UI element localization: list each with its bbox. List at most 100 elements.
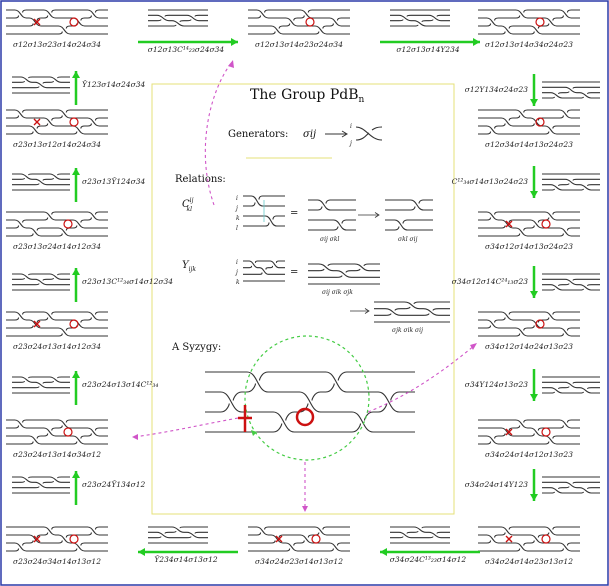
rel-y-caption-1: σij σik σjk [322, 289, 353, 296]
left-arrow-2-head [72, 168, 80, 175]
bottom-transition-3: σ34σ24C¹³₂₃σ14σ12 [390, 527, 467, 564]
braid-strands [6, 110, 108, 134]
left-transition-6: σ23σ24σ13σ14C¹²₃₄ [12, 377, 158, 393]
rel-c-equals: = [290, 208, 298, 219]
braid-strands [542, 377, 600, 393]
transition-label: Ŷ123σ14σ24σ34 [82, 80, 145, 89]
crossing-circle-marker [536, 320, 544, 328]
braid-strands [542, 274, 600, 290]
left-transition-8: σ23σ24Ŷ134σ12 [12, 477, 145, 493]
link-left-arrowhead [132, 434, 138, 440]
braid-cell-cells.right.3: σ34σ12σ14σ13σ24σ23 [478, 212, 580, 251]
transition-label: σ34σ24C¹³₂₃σ14σ12 [390, 555, 467, 564]
crossing-cross-marker [34, 119, 40, 125]
cell-label: σ34σ12σ14σ13σ24σ23 [485, 242, 573, 251]
left-arrow-4-head [72, 268, 80, 275]
left-transition-4: σ23σ13C¹²₃₄σ14σ12σ34 [12, 274, 173, 290]
braid-strands [478, 110, 580, 134]
braid-strands [542, 477, 600, 493]
crossing-circle-marker [306, 18, 314, 26]
braid-cell-cells.left.1: σ23σ13σ12σ14σ24σ34 [6, 110, 108, 149]
transition-label: σ23σ13C¹²₃₄σ14σ12σ34 [82, 277, 173, 286]
right-transition-0: σ12Y134σ24σ23 [465, 82, 600, 98]
cell-label: σ12σ13σ23σ14σ24σ34 [13, 40, 101, 49]
transition-label: σ23σ13Ŷ124σ34 [82, 177, 145, 186]
syzygy-label: A Syzygy: [171, 342, 221, 353]
crossing-circle-marker [542, 220, 550, 228]
braid-cell-cells.left.5: σ23σ24σ13σ14σ12σ34 [6, 312, 108, 351]
braid-cell-cells.right.7: σ34σ24σ14σ12σ13σ23 [478, 420, 580, 459]
right-arrow-2-head [530, 191, 538, 198]
braid-cell-cells.right.5: σ34σ12σ14σ24σ13σ23 [478, 312, 580, 351]
link-top-arrowhead [228, 60, 234, 68]
braid-strands [12, 174, 70, 190]
strand-index: l [236, 225, 238, 232]
braid-strands [6, 10, 108, 34]
braid-strands [478, 420, 580, 444]
right-transition-8: σ34σ24σ14Y123 [465, 477, 600, 493]
cell-label: σ34σ24σ23σ14σ13σ12 [255, 557, 343, 566]
cell-label: σ12σ13σ14σ34σ24σ23 [485, 40, 573, 49]
braid-cell-cells.top.4: σ12σ13σ14σ34σ24σ23 [478, 10, 580, 49]
crossing-circle-marker [542, 428, 550, 436]
cell-label: σ23σ24σ34σ14σ13σ12 [13, 557, 101, 566]
top-transition-3: σ12σ13σ14Y234 [390, 10, 460, 54]
strand-index: i [236, 259, 238, 266]
crossing-circle-marker [70, 18, 78, 26]
crossing-circle-marker [64, 220, 72, 228]
transition-label: σ23σ24σ13σ14C¹²₃₄ [82, 380, 158, 389]
relations-label: Relations: [175, 174, 226, 185]
cell-label: σ23σ24σ13σ14σ12σ34 [13, 342, 101, 351]
braid-cell-cells.left.7: σ23σ24σ13σ14σ34σ12 [6, 420, 108, 459]
crossing-circle-marker [70, 535, 78, 543]
braid-strands [248, 527, 350, 551]
strand-index: k [236, 279, 240, 286]
bottom-arrow-3-head [380, 548, 387, 556]
braid-cell-cells.bottom.2: σ34σ24σ23σ14σ13σ12 [248, 527, 350, 566]
transition-label: C¹²₃₄σ14σ13σ24σ23 [452, 177, 529, 186]
generators-label: Generators: [228, 129, 288, 140]
crossing-circle-marker [312, 535, 320, 543]
braid-strands [542, 174, 600, 190]
left-transition-0: Ŷ123σ14σ24σ34 [12, 77, 145, 93]
crossing-circle-marker [70, 320, 78, 328]
crossing-circle-marker [542, 535, 550, 543]
braid-strands [478, 10, 580, 34]
transition-label: σ12σ13C¹⁴₂₃σ24σ34 [148, 45, 225, 54]
transition-label: σ34Y124σ13σ23 [465, 380, 528, 389]
braid-cell-cells.bottom.0: σ23σ24σ34σ14σ13σ12 [6, 527, 108, 566]
cell-label: σ12σ34σ14σ13σ24σ23 [485, 140, 573, 149]
rel-c-rhs-caption: σkl σij [398, 236, 418, 243]
right-arrow-6-head [530, 394, 538, 401]
cell-label: σ23σ13σ24σ14σ12σ34 [13, 242, 101, 251]
transition-label: σ34σ24σ14Y123 [465, 480, 528, 489]
crossing-circle-marker [536, 18, 544, 26]
braid-strands [148, 10, 208, 26]
bottom-arrow-1-head [138, 548, 145, 556]
braid-strands [12, 377, 70, 393]
braid-cell-cells.left.3: σ23σ13σ24σ14σ12σ34 [6, 212, 108, 251]
transition-label: Ŷ234σ14σ13σ12 [154, 555, 217, 564]
braid-cell-cells.top.0: σ12σ13σ23σ14σ24σ34 [6, 10, 108, 49]
braid-strands [390, 10, 450, 26]
cell-label: σ34σ24σ14σ23σ13σ12 [485, 557, 573, 566]
braid-strands [478, 527, 580, 551]
strand-index: k [236, 215, 240, 222]
left-arrow-6-head [72, 371, 80, 378]
braid-strands [12, 77, 70, 93]
left-transition-2: σ23σ13Ŷ124σ34 [12, 174, 145, 190]
top-arrow-1-head [231, 38, 238, 46]
crossing-circle-marker [70, 118, 78, 126]
cell-label: σ12σ13σ14σ23σ24σ34 [255, 40, 343, 49]
braid-strands [6, 312, 108, 336]
braid-cell-cells.top.2: σ12σ13σ14σ23σ24σ34 [248, 10, 350, 49]
right-transition-4: σ34σ12σ14C²⁴₁₃σ23 [452, 274, 600, 290]
right-arrow-8-head [530, 494, 538, 501]
braid-cell-cells.bottom.4: σ34σ24σ14σ23σ13σ12 [478, 527, 580, 566]
top-arrow-3-head [473, 38, 480, 46]
right-transition-6: σ34Y124σ13σ23 [465, 377, 600, 393]
right-arrow-4-head [530, 291, 538, 298]
braid-strands [248, 10, 350, 34]
braid-cell-cells.right.1: σ12σ34σ14σ13σ24σ23 [478, 110, 580, 149]
central-panel [152, 84, 454, 514]
